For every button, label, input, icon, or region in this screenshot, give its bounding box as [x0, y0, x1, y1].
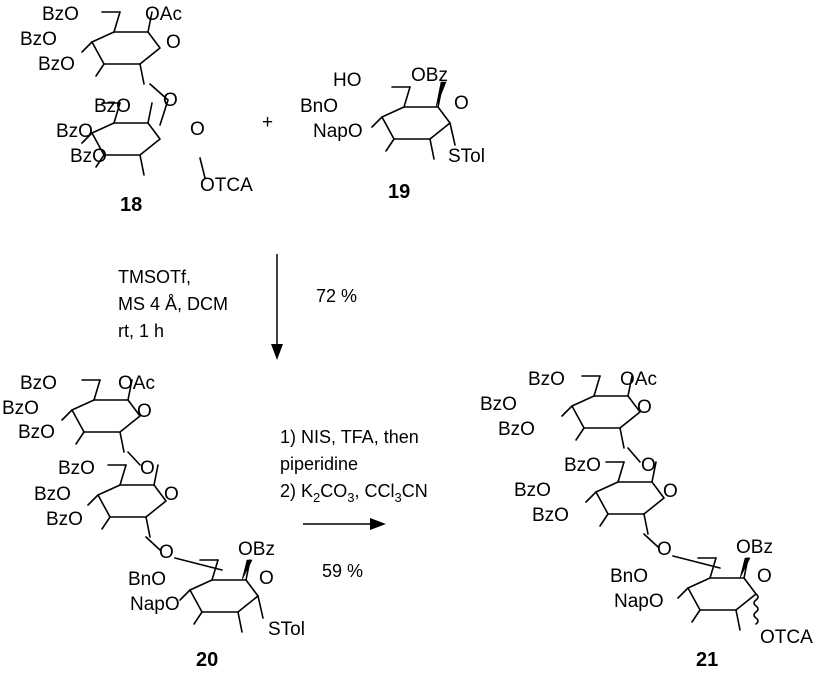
c19-label-5: STol — [448, 146, 485, 167]
c21-label-4: O — [637, 397, 652, 418]
c18-label-2: BzO — [20, 29, 57, 50]
c20-label-10: O — [159, 542, 174, 563]
c20-label-12: BnO — [128, 569, 166, 590]
compound-number-21: 21 — [696, 649, 718, 669]
c21-label-7: BzO — [514, 480, 551, 501]
c20-label-9: O — [164, 484, 179, 505]
c18-label-10: OTCA — [200, 175, 253, 196]
compound-18: BzO OAc BzO BzO O O BzO BzO BzO O OTCA 1… — [20, 4, 253, 216]
c18-label-8: BzO — [70, 146, 107, 167]
compound-21: BzO OAc BzO BzO O O BzO BzO BzO O O OBz … — [480, 369, 813, 671]
step1-reagent-1: MS 4 Å, DCM — [118, 294, 228, 314]
c21-label-1: OAc — [620, 369, 657, 390]
step2-line3-a: 2) K — [280, 481, 313, 501]
c21-label-0: BzO — [528, 369, 565, 390]
step2-line3-b: CO — [320, 481, 347, 501]
step2-yield: 59 % — [322, 561, 363, 581]
step2-line3-c: , CCl — [354, 481, 394, 501]
compound-number-20: 20 — [196, 649, 218, 669]
c20-label-11: OBz — [238, 539, 275, 560]
c20-label-3: BzO — [18, 422, 55, 443]
c20-label-13: O — [259, 568, 274, 589]
c18-label-0: BzO — [42, 4, 79, 25]
step2-line3-d: CN — [402, 481, 428, 501]
c21-label-5: O — [641, 455, 656, 476]
c18-label-3: BzO — [38, 54, 75, 75]
c18-label-6: BzO — [94, 96, 131, 117]
c21-label-15: OTCA — [760, 627, 813, 648]
step2-line1: 1) NIS, TFA, then — [280, 427, 419, 447]
c21-label-14: NapO — [614, 591, 664, 612]
c19-label-2: BnO — [300, 96, 338, 117]
c19-label-3: O — [454, 93, 469, 114]
compound-19: HO OBz BnO O NapO STol 19 — [300, 65, 485, 203]
c19-label-4: NapO — [313, 121, 363, 142]
c21-label-11: OBz — [736, 537, 773, 558]
c21-label-6: BzO — [564, 455, 601, 476]
c21-label-9: O — [663, 481, 678, 502]
step2-line3-sub2: 3 — [347, 490, 354, 505]
c20-label-14: NapO — [130, 594, 180, 615]
step1-reagent-0: TMSOTf, — [118, 267, 191, 287]
c21-label-12: BnO — [610, 566, 648, 587]
c20-label-2: BzO — [2, 398, 39, 419]
compound-number-18: 18 — [120, 194, 142, 216]
plus-sign: + — [262, 112, 273, 133]
step1-reagent-2: rt, 1 h — [118, 321, 164, 341]
step2-line3-sub1: 2 — [313, 490, 320, 505]
c18-label-7: BzO — [56, 121, 93, 142]
c19-label-1: OBz — [411, 65, 448, 86]
c18-label-5: O — [163, 90, 178, 111]
c20-label-4: O — [137, 401, 152, 422]
c19-label-0: HO — [333, 70, 362, 91]
c21-label-2: BzO — [480, 394, 517, 415]
step2-line2: piperidine — [280, 454, 358, 474]
c21-label-13: O — [757, 566, 772, 587]
c20-label-6: BzO — [58, 458, 95, 479]
step2-line3: 2) K2CO3, CCl3CN — [280, 481, 428, 505]
step1-yield: 72 % — [316, 286, 357, 306]
c20-label-5: O — [140, 458, 155, 479]
c21-label-3: BzO — [498, 419, 535, 440]
c18-label-1: OAc — [145, 4, 182, 25]
c21-label-10: O — [657, 539, 672, 560]
c20-label-15: STol — [268, 619, 305, 640]
c18-label-9: O — [190, 119, 205, 140]
step2-line3-sub3: 3 — [394, 490, 401, 505]
compound-number-19: 19 — [388, 181, 410, 203]
c21-label-8: BzO — [532, 505, 569, 526]
step1-arrow — [271, 254, 283, 360]
c20-label-0: BzO — [20, 373, 57, 394]
c20-label-8: BzO — [46, 509, 83, 530]
c20-label-7: BzO — [34, 484, 71, 505]
c20-label-1: OAc — [118, 373, 155, 394]
step2-arrow — [303, 518, 386, 530]
compound-20: BzO OAc BzO BzO O O BzO BzO BzO O O OBz … — [2, 373, 305, 671]
c18-label-4: O — [166, 32, 181, 53]
